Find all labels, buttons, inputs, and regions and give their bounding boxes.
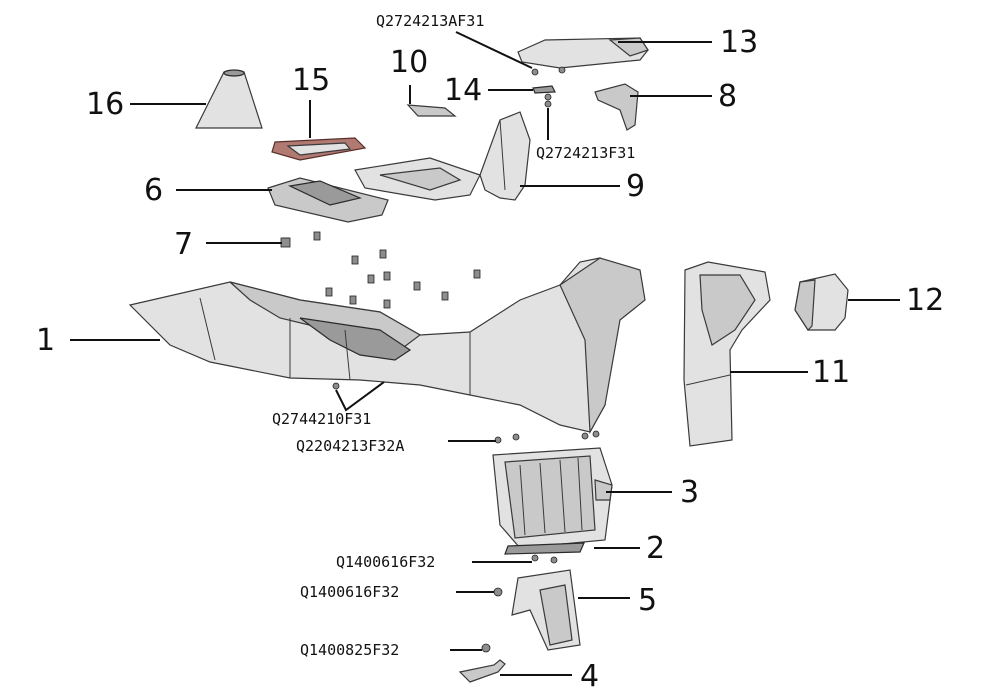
part-3-storage-bin [492,447,613,549]
leader-lines [70,31,900,676]
part-1-console-body [128,257,646,435]
fastener-code-top: Q2724213AF31 [376,12,484,30]
fastener-code-right: Q2724213F31 [536,144,635,162]
fastener-code-b3: Q1400825F32 [300,641,399,659]
fastener-code-mid: Q2744210F31 [272,410,371,428]
callout-11: 11 [812,355,850,390]
part-2-pad [504,542,585,555]
part-9-console-tray [354,111,531,201]
part-6-shifter-plate [267,177,389,223]
part-10-bracket [406,104,457,117]
callout-7: 7 [174,227,193,262]
part-11-rear-panel [683,261,771,447]
callout-15: 15 [292,63,330,98]
part-15-bezel [271,137,367,161]
callout-16: 16 [86,87,124,122]
callout-12: 12 [906,283,944,318]
callout-13: 13 [720,25,758,60]
callout-14: 14 [444,73,482,108]
part-5-support-bracket [511,569,581,651]
part-4-lower-bracket [458,659,506,683]
part-12-end-cap [794,273,849,331]
callout-6: 6 [144,173,163,208]
part-8-hinge [594,83,639,131]
callout-3: 3 [680,475,699,510]
callout-5: 5 [638,583,657,618]
callout-1: 1 [36,323,55,358]
fastener-code-3a: Q2204213F32A [296,437,404,455]
part-16-shift-boot [195,69,263,129]
fastener-code-b2: Q1400616F32 [300,583,399,601]
clips-group [282,231,481,309]
callout-9: 9 [626,169,645,204]
callout-2: 2 [646,531,665,566]
fastener-code-b1: Q1400616F32 [336,553,435,571]
part-14-latch [532,85,556,94]
callout-10: 10 [390,45,428,80]
callout-8: 8 [718,79,737,114]
part-7-clip [280,237,291,248]
callout-4: 4 [580,659,599,694]
